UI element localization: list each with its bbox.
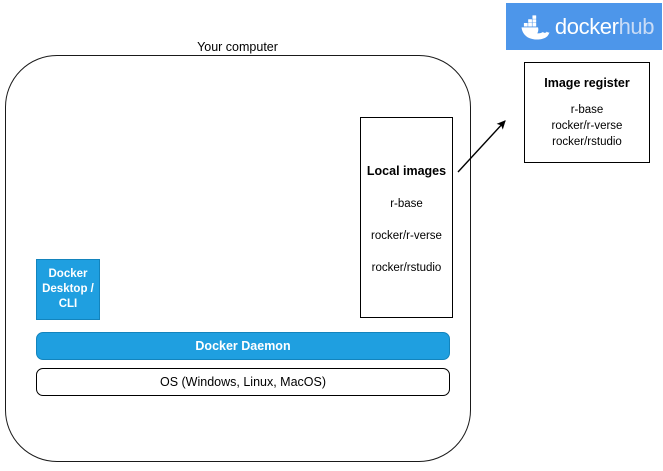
docker-desktop-line-2: Desktop /	[42, 282, 94, 295]
os-bar: OS (Windows, Linux, MacOS)	[36, 368, 450, 396]
docker-desktop-line-3: CLI	[58, 298, 78, 311]
register-image-item: rocker/rstudio	[552, 135, 622, 148]
image-register-box: Image register r-base rocker/r-verse roc…	[524, 62, 650, 163]
local-image-item: rocker/r-verse	[371, 230, 442, 242]
register-image-item: r-base	[570, 104, 604, 116]
dockerhub-wordmark: dockerhub	[554, 13, 655, 40]
docker-daemon-bar: Docker Daemon	[36, 332, 450, 360]
dockerhub-word-hub: hub	[618, 13, 655, 39]
your-computer-label: Your computer	[197, 40, 278, 54]
local-image-item: r-base	[390, 198, 423, 210]
push-arrow-icon	[457, 120, 506, 173]
os-label: OS (Windows, Linux, MacOS)	[159, 375, 326, 389]
docker-desktop-cli-label: Docker Desktop / CLI	[42, 267, 94, 313]
local-image-item: rocker/rstudio	[371, 262, 442, 274]
docker-desktop-cli-box: Docker Desktop / CLI	[36, 259, 100, 320]
dockerhub-word-docker: docker	[554, 13, 619, 39]
docker-daemon-label: Docker Daemon	[195, 339, 291, 353]
docker-desktop-line-1: Docker	[48, 267, 88, 280]
local-images-content: Local images r-base rocker/r-verse rocke…	[361, 164, 452, 294]
image-register-title: Image register	[544, 76, 630, 90]
register-image-item: rocker/r-verse	[551, 119, 623, 132]
docker-whale-icon	[518, 15, 550, 40]
local-images-title: Local images	[366, 164, 447, 178]
local-images-box: Local images r-base rocker/r-verse rocke…	[360, 117, 453, 318]
dockerhub-banner: dockerhub	[506, 3, 662, 50]
